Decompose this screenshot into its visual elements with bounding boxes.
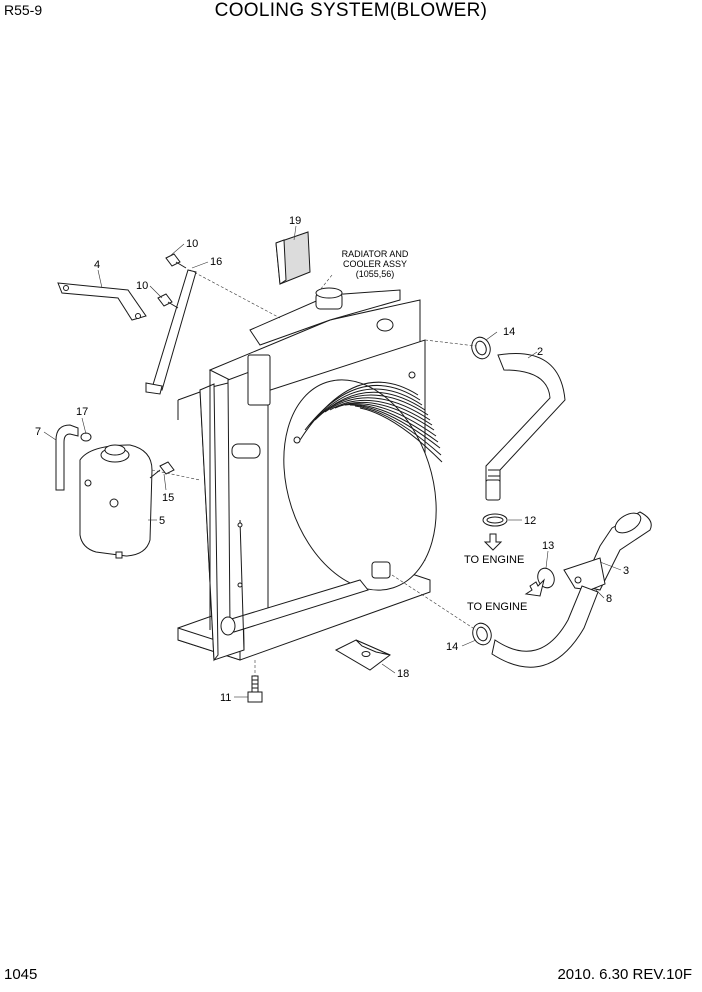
page-title: COOLING SYSTEM(BLOWER) (214, 0, 488, 21)
part-17-clip (80, 432, 92, 442)
part-10-bolt-lower (157, 293, 179, 309)
part-15-bolt (149, 461, 175, 479)
callout-7: 7 (35, 426, 41, 438)
callout-15: 15 (162, 492, 174, 504)
lower-hose (491, 585, 599, 668)
callout-14-lower: 14 (446, 641, 458, 653)
callout-13: 13 (542, 540, 554, 552)
callout-16: 16 (210, 256, 222, 268)
part-4-bracket (57, 282, 147, 321)
callout-10-lower: 10 (136, 280, 148, 292)
arrow-down-icon (483, 533, 503, 551)
page-number: 1045 (4, 966, 38, 983)
model-code: R55-9 (4, 2, 43, 18)
radiator-note-line3: (1055,56) (356, 269, 395, 279)
callout-12: 12 (524, 515, 536, 527)
callout-10-upper: 10 (186, 238, 198, 250)
part-12-clamp (482, 513, 508, 527)
part-14-clamp-upper (471, 336, 491, 360)
callout-18: 18 (397, 668, 409, 680)
part-10-bolt-upper (165, 253, 187, 269)
revision-date: 2010. 6.30 REV.10F (557, 966, 692, 983)
part-7-overflow-hose (55, 424, 79, 491)
callout-8: 8 (606, 593, 612, 605)
to-engine-label-1: TO ENGINE (464, 554, 524, 566)
leader-lines (43, 225, 622, 698)
callout-14-upper: 14 (503, 326, 515, 338)
callout-19: 19 (289, 215, 301, 227)
callout-3: 3 (623, 565, 629, 577)
part-19-rubber-pad (275, 231, 311, 285)
radiator-assembly (177, 287, 443, 662)
callout-11: 11 (220, 692, 231, 704)
part-5-reserve-tank (79, 444, 153, 559)
part-8-bracket (563, 557, 606, 591)
part-16-stay (145, 269, 197, 395)
part-14-clamp-lower (472, 622, 492, 646)
callout-4: 4 (94, 259, 100, 271)
radiator-note-line2: COOLER ASSY (343, 259, 407, 269)
part-2-upper-hose (485, 353, 566, 501)
radiator-note: RADIATOR AND COOLER ASSY (1055,56) (342, 249, 409, 279)
callout-2: 2 (537, 346, 543, 358)
callouts: 19 10 16 4 10 14 2 17 7 15 5 12 13 3 8 1… (35, 215, 629, 704)
callout-5: 5 (159, 515, 165, 527)
part-18-bracket (334, 639, 391, 671)
part-11-bolt (247, 675, 263, 703)
arrow-diagonal-icon (524, 578, 545, 597)
to-engine-label-2: TO ENGINE (467, 601, 527, 613)
callout-17: 17 (76, 406, 88, 418)
radiator-note-line1: RADIATOR AND (342, 249, 409, 259)
